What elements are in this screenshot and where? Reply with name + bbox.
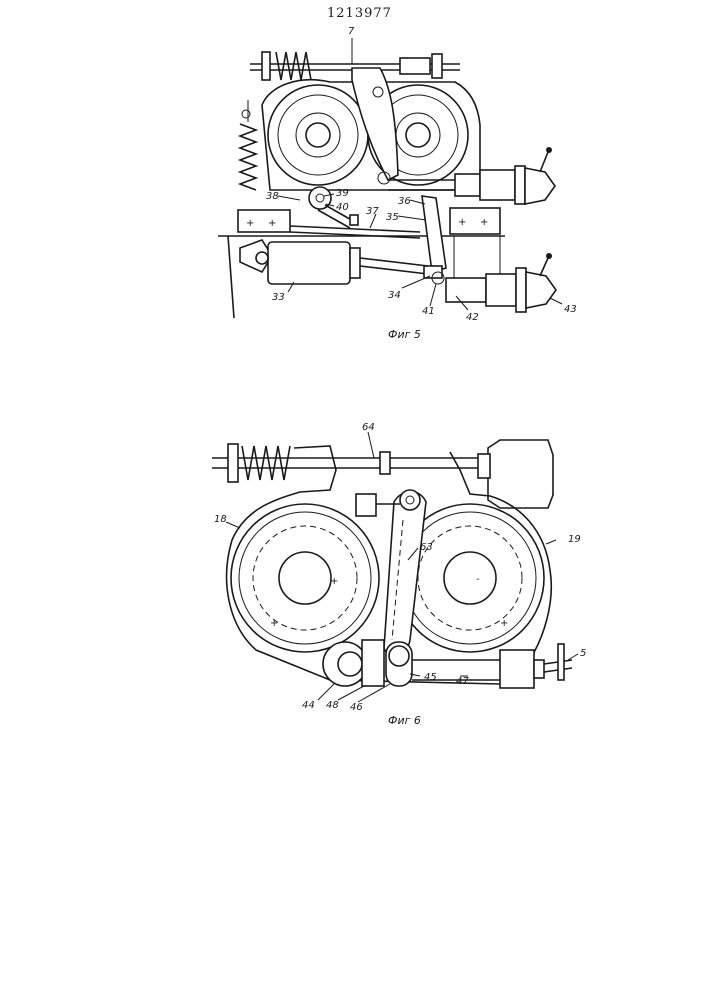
spring-side-fig5	[240, 100, 256, 190]
label-19: 19	[568, 534, 581, 545]
label-39: 39	[336, 188, 349, 199]
figure-6: + + - +	[212, 422, 586, 727]
label-33: 33	[272, 292, 285, 303]
label-47: 47	[456, 676, 469, 687]
label-41: 41	[422, 306, 435, 317]
label-7: 7	[348, 26, 355, 37]
label-36: 36	[398, 196, 411, 207]
spring-top-fig5	[276, 52, 311, 80]
label-38: 38	[266, 191, 279, 202]
svg-text:+: +	[500, 618, 508, 629]
svg-text:+: +	[270, 618, 278, 629]
roller-18: + +	[231, 504, 379, 652]
label-40: 40	[336, 202, 349, 213]
figure-5-caption: Фиг 5	[388, 328, 421, 341]
label-35: 35	[386, 212, 399, 223]
label-64: 64	[362, 422, 375, 433]
label-48: 48	[326, 700, 339, 711]
svg-text:+: +	[480, 217, 488, 228]
label-44: 44	[302, 700, 315, 711]
figure-5: + + + +	[218, 26, 577, 341]
svg-text:+: +	[330, 576, 338, 587]
label-5: 5	[580, 648, 586, 659]
label-63: 63	[420, 542, 433, 553]
cylinder-33	[240, 240, 428, 284]
svg-text:+: +	[458, 217, 466, 228]
label-46: 46	[350, 702, 363, 713]
label-43: 43	[564, 304, 577, 315]
label-42: 42	[466, 312, 479, 323]
label-34: 34	[388, 290, 401, 301]
svg-text:+: +	[246, 218, 254, 229]
label-37: 37	[366, 206, 379, 217]
figure-6-caption: Фиг 6	[388, 714, 421, 727]
svg-text:-: -	[476, 574, 480, 585]
svg-text:+: +	[268, 218, 276, 229]
label-45: 45	[424, 672, 437, 683]
spring-top-fig6	[242, 446, 290, 480]
roller-left-fig5	[268, 85, 368, 185]
label-18: 18	[214, 514, 227, 525]
